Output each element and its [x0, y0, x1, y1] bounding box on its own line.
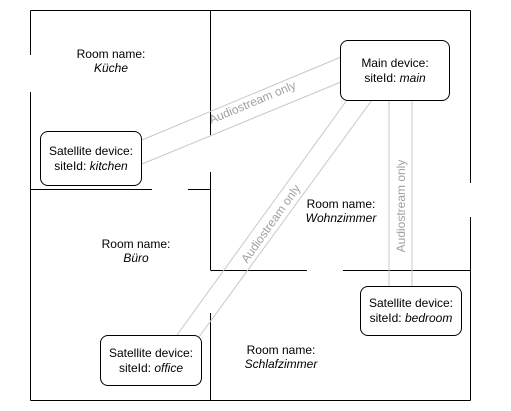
audiostream-bedroom	[388, 100, 413, 286]
device-site-id: siteId: main	[364, 70, 426, 85]
device-satellite-office: Satellite device: siteId: office	[100, 335, 202, 386]
audiostream-kitchen-label: Audiostream only	[207, 78, 298, 127]
room-label-kitchen: Room name: Küche	[61, 47, 161, 75]
room-label-living-room: Room name: Wohnzimmer	[291, 197, 391, 225]
device-satellite-kitchen: Satellite device: siteId: kitchen	[40, 131, 142, 186]
device-title: Satellite device:	[108, 345, 194, 360]
room-name: Schlafzimmer	[244, 357, 318, 371]
room-name: Wohnzimmer	[305, 211, 377, 225]
device-main: Main device: siteId: main	[340, 40, 450, 101]
device-site-id: siteId: kitchen	[54, 158, 128, 173]
room-caption: Room name:	[76, 47, 146, 61]
room-caption: Room name:	[101, 237, 171, 251]
device-title: Satellite device:	[48, 143, 134, 158]
room-label-bedroom: Room name: Schlafzimmer	[231, 343, 331, 371]
device-site-id: siteId: office	[118, 360, 184, 375]
room-caption: Room name:	[306, 197, 376, 211]
device-title: Satellite device:	[368, 296, 454, 310]
room-label-office: Room name: Büro	[86, 237, 186, 265]
audiostream-office	[176, 99, 373, 338]
audiostream-bedroom-label: Audiostream only	[394, 160, 408, 253]
room-name: Büro	[123, 251, 149, 265]
device-title: Main device:	[361, 55, 429, 70]
audiostream-kitchen	[141, 56, 342, 165]
room-caption: Room name:	[246, 343, 316, 357]
device-site-id: siteId: bedroom	[369, 311, 453, 325]
room-name: Küche	[93, 61, 129, 75]
device-satellite-bedroom: Satellite device: siteId: bedroom	[360, 286, 462, 336]
